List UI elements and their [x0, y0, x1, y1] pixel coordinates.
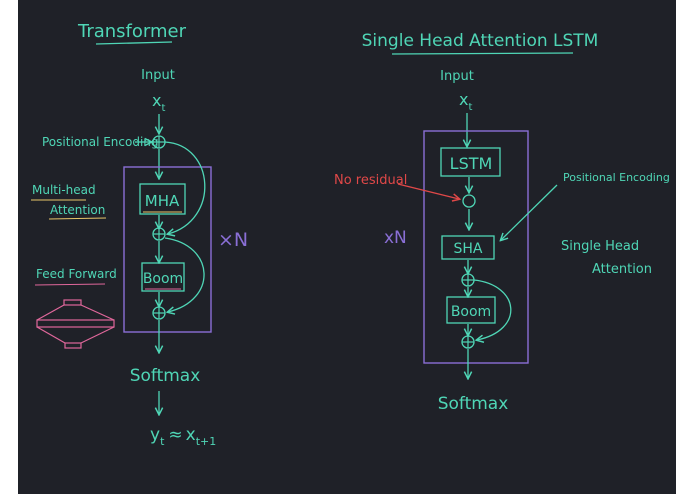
sha-lstm-diagram: Single Head Attention LSTM Input xt xN L…	[334, 31, 670, 414]
sha-lstm-input-var: xt	[459, 90, 472, 113]
sha-lstm-block-frame	[423, 130, 529, 364]
sha-pos-enc-arrow	[501, 184, 558, 240]
add-node-icon	[461, 335, 475, 349]
legend-mha-underline2	[48, 217, 107, 220]
sha-boom-box	[446, 296, 496, 324]
mha-box	[139, 183, 186, 215]
residual-arc	[164, 141, 206, 234]
boom-box-label: Boom	[143, 271, 183, 287]
lstm-box	[440, 147, 501, 177]
transformer-diagram: Transformer Input xt Positional Encoding…	[31, 21, 248, 448]
transformer-input-label: Input	[141, 68, 175, 83]
sha-lstm-input-label: Input	[440, 69, 474, 84]
transformer-input-var: xt	[152, 91, 165, 114]
feed-forward-shape-icon	[36, 299, 115, 349]
transformer-repeat-label: ×N	[218, 229, 248, 251]
legend-ff-label: Feed Forward	[36, 267, 117, 281]
sha-boom-box-label: Boom	[451, 304, 491, 320]
legend-sha-line2: Attention	[592, 262, 652, 277]
transformer-softmax: Softmax	[130, 366, 201, 386]
legend-ff-underline	[34, 283, 106, 286]
add-node-icon	[152, 227, 166, 241]
sha-box-label: SHA	[454, 241, 483, 257]
legend-mha-line2: Attention	[50, 203, 105, 217]
lstm-box-label: LSTM	[450, 154, 493, 173]
no-residual-node-icon	[462, 194, 476, 208]
sha-lstm-softmax: Softmax	[438, 394, 509, 414]
sha-pos-enc-label: Positional Encoding	[563, 171, 670, 184]
sha-lstm-title: Single Head Attention LSTM	[362, 31, 599, 51]
transformer-title: Transformer	[77, 21, 187, 42]
sha-lstm-repeat-label: xN	[384, 228, 407, 248]
transformer-output: yt≈xt+1	[150, 425, 216, 448]
no-residual-arrow	[397, 183, 459, 199]
add-node-icon	[152, 135, 166, 149]
transformer-title-underline	[95, 41, 173, 45]
sha-box	[441, 235, 495, 260]
add-node-icon	[152, 306, 166, 320]
sha-lstm-title-underline	[391, 52, 574, 55]
no-residual-label: No residual	[334, 173, 407, 188]
transformer-block-frame	[123, 166, 212, 333]
chalkboard-background	[18, 0, 676, 494]
transformer-pos-enc-label: Positional Encoding	[42, 135, 159, 149]
legend-mha-line1: Multi-head	[32, 183, 96, 197]
residual-arc	[473, 279, 512, 340]
add-node-icon	[461, 273, 475, 287]
legend-sha-line1: Single Head	[561, 239, 639, 254]
boom-box	[141, 262, 185, 292]
mha-box-label: MHA	[145, 192, 180, 210]
residual-arc	[164, 237, 205, 312]
